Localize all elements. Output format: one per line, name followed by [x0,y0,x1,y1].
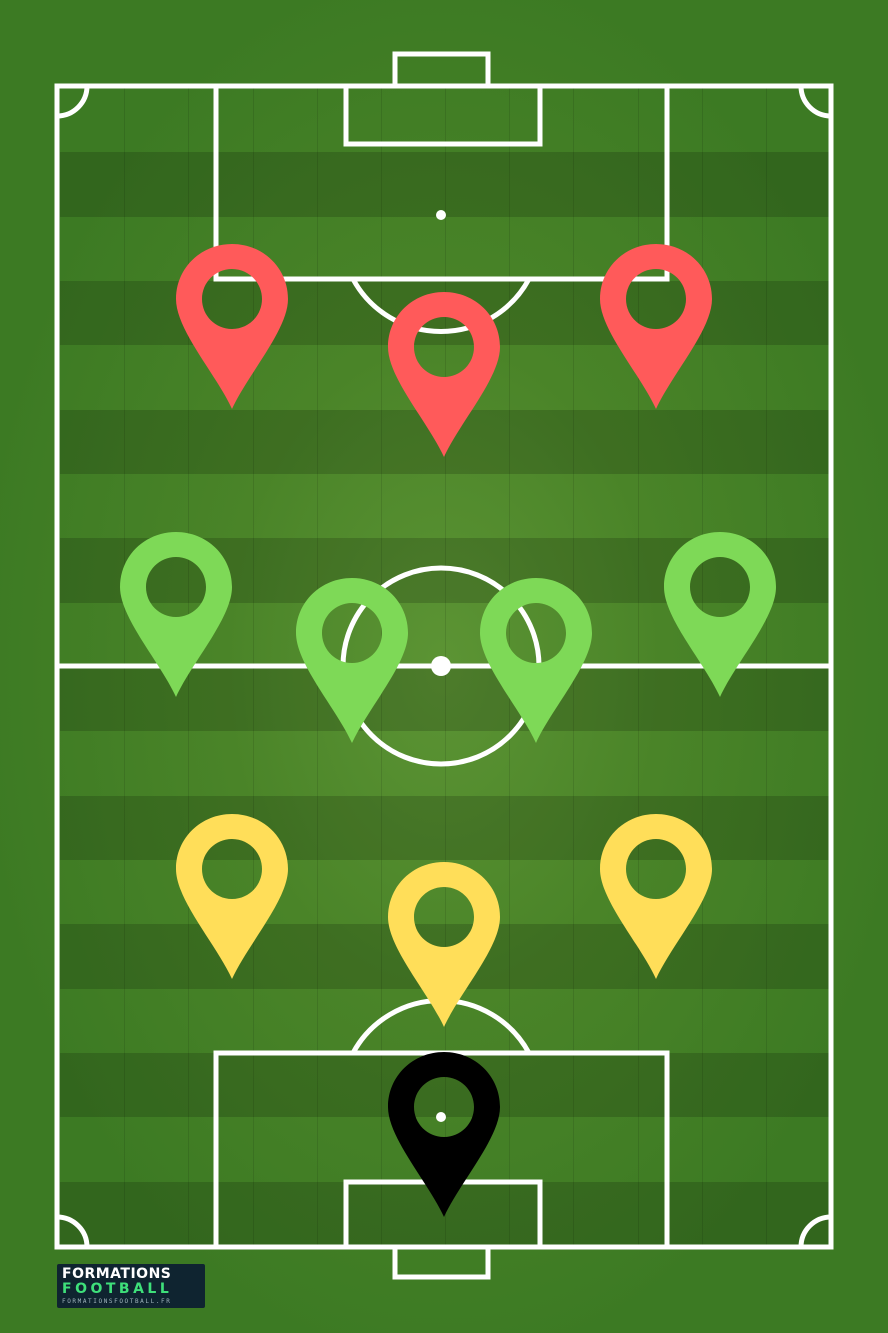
top-goal-area [343,83,543,147]
logo-line-2: FOOTBALL [62,1281,173,1297]
player-marker-goalkeeper [388,1052,500,1217]
map-pin-icon [480,578,592,743]
bottom-goal [392,1244,491,1280]
logo-line-1: FORMATIONS [62,1266,172,1282]
player-marker-midfielder-left-center [296,578,408,743]
corner-arc-bottom-left [56,1214,90,1248]
top-penalty-arc [350,277,532,335]
map-pin-icon [176,814,288,979]
player-marker-forward-right [600,244,712,409]
top-goal [392,51,491,89]
grass-stripe [60,667,830,732]
logo-url: FORMATIONSFOOTBALL.FR [62,1298,172,1305]
map-pin-icon [296,578,408,743]
player-marker-defender-left [176,814,288,979]
center-spot [431,656,451,676]
formations-football-logo: FORMATIONS FOOTBALL FORMATIONSFOOTBALL.F… [57,1264,205,1308]
corner-arc-top-right [798,85,832,119]
player-marker-midfielder-right-wide [664,532,776,697]
map-pin-icon [600,814,712,979]
player-marker-midfielder-left-wide [120,532,232,697]
map-pin-icon [388,292,500,457]
player-marker-forward-left [176,244,288,409]
map-pin-icon [664,532,776,697]
player-marker-defender-center [388,862,500,1027]
corner-arc-bottom-right [798,1214,832,1248]
player-marker-defender-right [600,814,712,979]
map-pin-icon [600,244,712,409]
corner-arc-top-left [56,85,90,119]
map-pin-icon [388,1052,500,1217]
map-pin-icon [176,244,288,409]
player-marker-midfielder-right-center [480,578,592,743]
player-marker-forward-center [388,292,500,457]
map-pin-icon [388,862,500,1027]
top-penalty-spot [436,210,446,220]
bottom-penalty-spot [436,1112,446,1122]
grass-stripe [60,152,830,217]
map-pin-icon [120,532,232,697]
